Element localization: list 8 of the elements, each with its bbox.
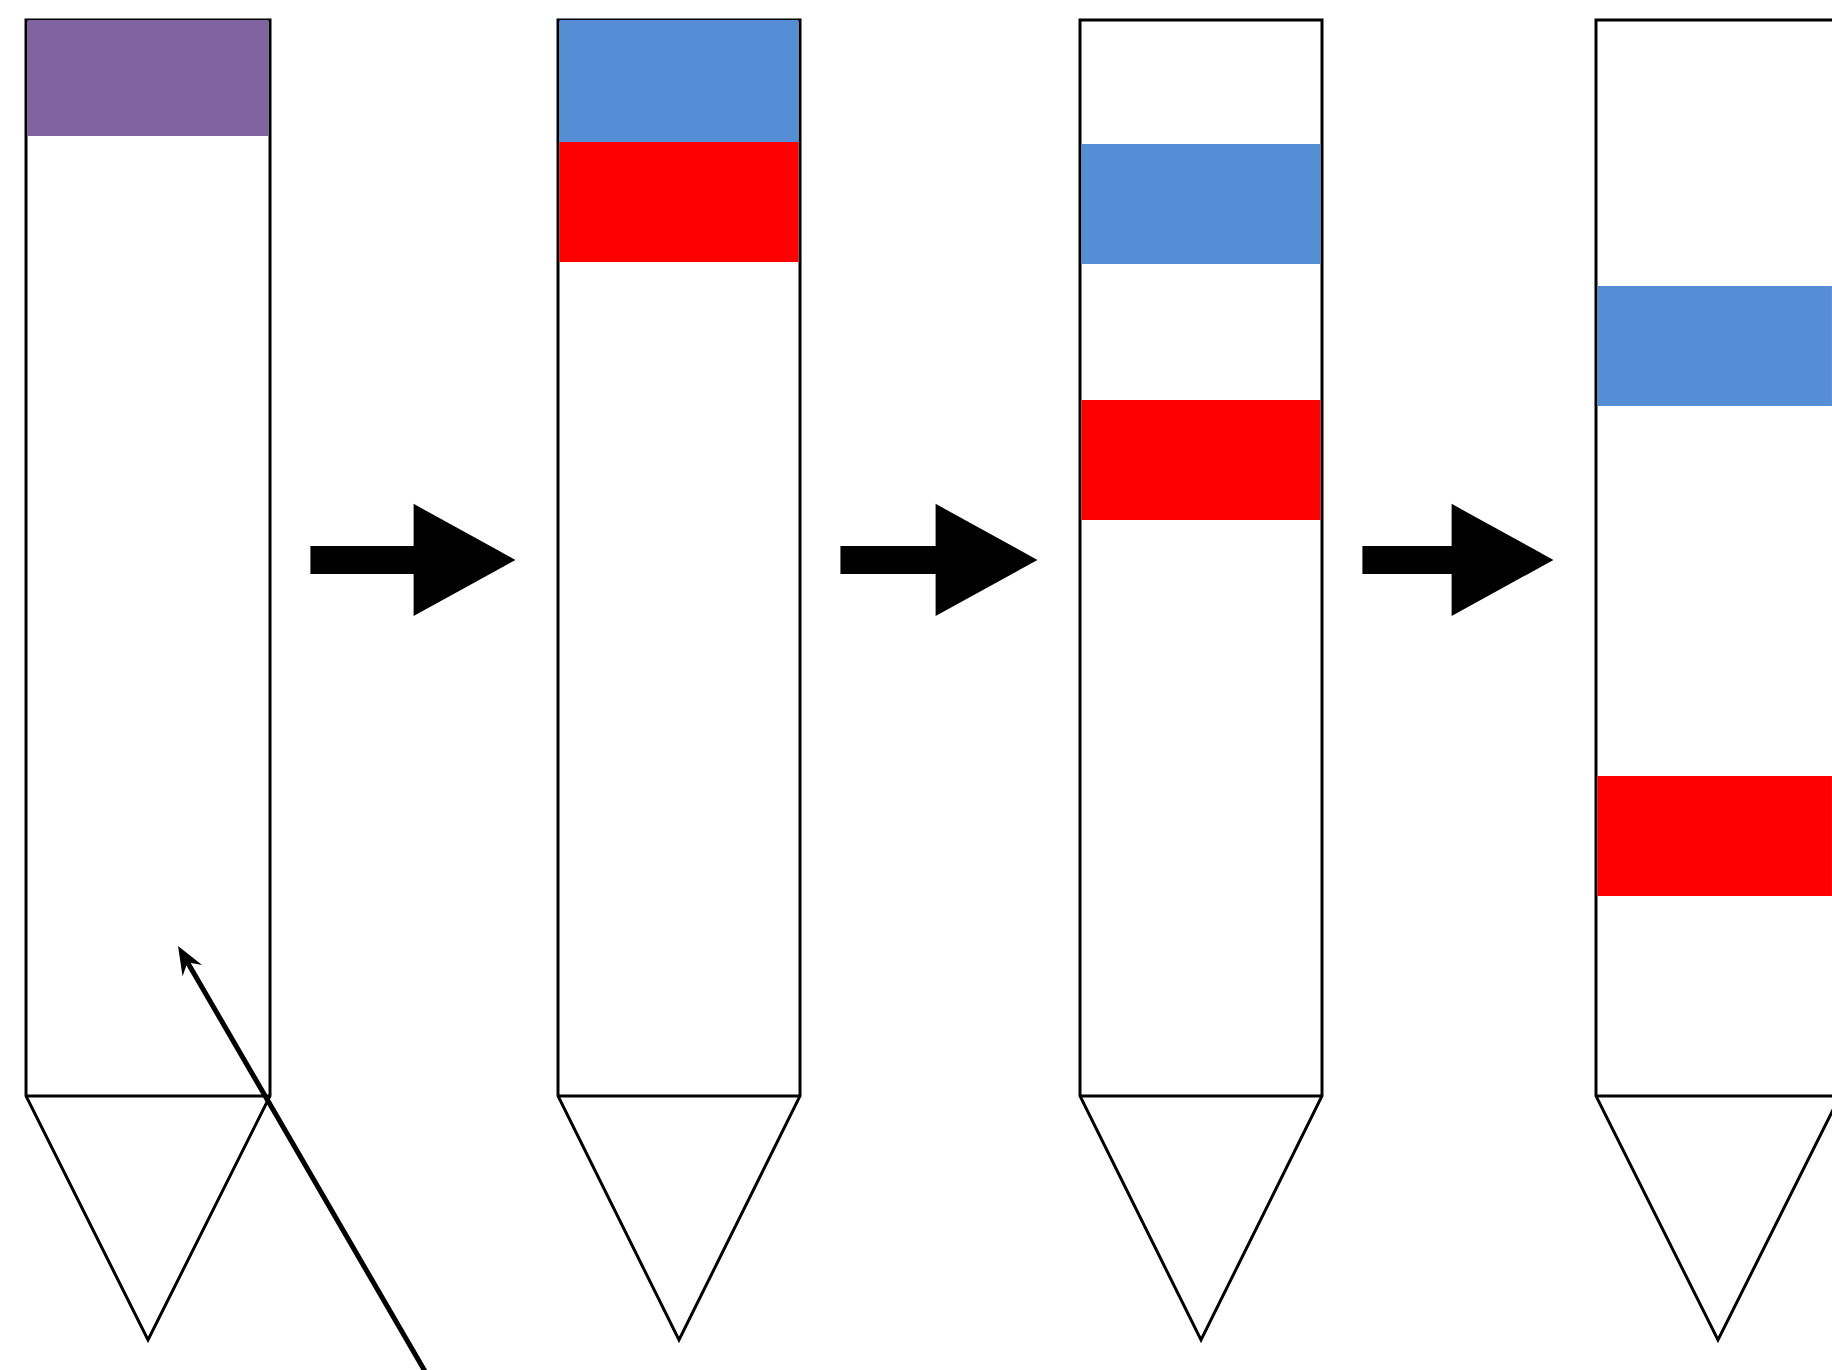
band: [1081, 144, 1321, 264]
band: [559, 142, 799, 262]
column-drawing: [24, 18, 272, 1344]
band: [27, 20, 269, 136]
band: [1597, 776, 1832, 896]
band: [559, 20, 799, 142]
band: [1597, 286, 1832, 406]
band: [1081, 400, 1321, 520]
